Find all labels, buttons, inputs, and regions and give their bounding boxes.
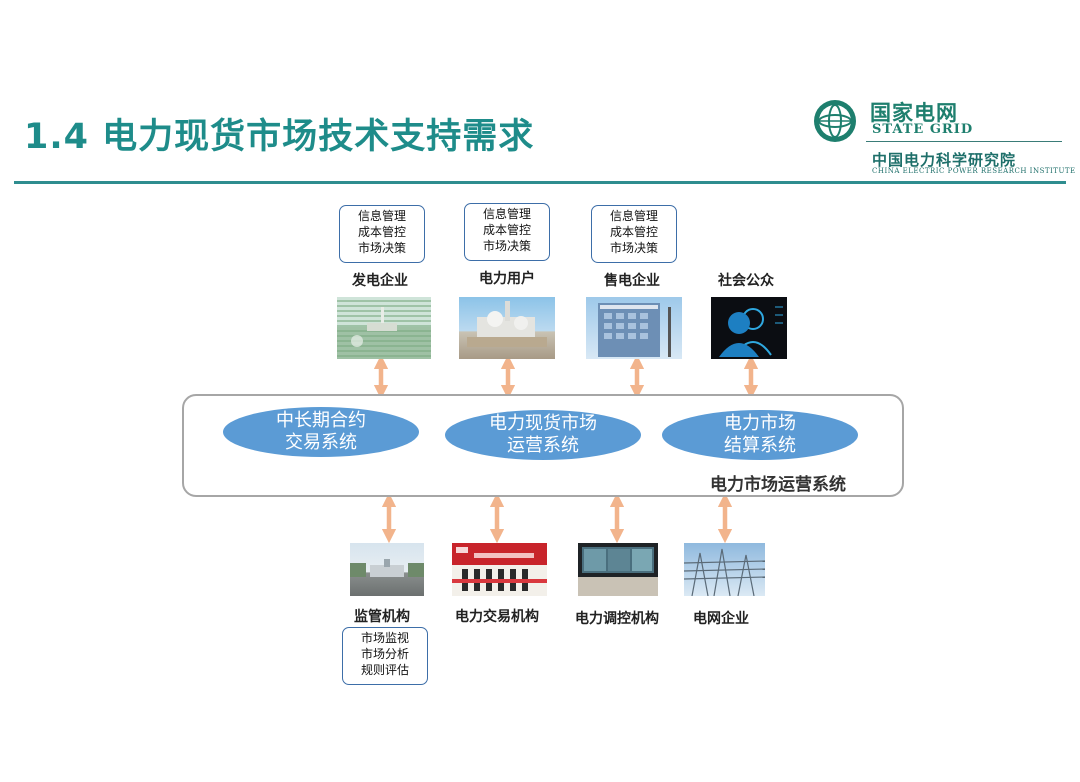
ellipse-settlement-system: 电力市场 结算系统	[662, 410, 858, 460]
info-line: 信息管理	[357, 209, 406, 223]
info-line: 信息管理	[609, 209, 658, 223]
ellipse-long-term-contract-system: 中长期合约 交易系统	[223, 407, 419, 457]
ellipse-line: 电力市场	[724, 413, 796, 434]
info-line: 市场决策	[357, 241, 406, 255]
ellipse-line: 运营系统	[507, 435, 579, 456]
system-name-label: 电力市场运营系统	[710, 475, 846, 495]
label-power-generator: 发电企业	[352, 273, 408, 289]
power-plant-photo	[337, 297, 431, 359]
info-line: 市场分析	[360, 647, 409, 661]
substation-photo	[684, 543, 765, 596]
industrial-plant-photo	[459, 297, 555, 359]
logo-name-en: STATE GRID	[872, 122, 974, 137]
info-box-power-generator: 信息管理 成本管控 市场决策	[339, 205, 425, 263]
page-title: 1.4 电力现货市场技术支持需求	[24, 117, 535, 157]
label-public: 社会公众	[718, 273, 774, 289]
ellipse-spot-market-system: 电力现货市场 运营系统	[445, 410, 641, 460]
label-power-user: 电力用户	[479, 271, 535, 287]
label-grid-company: 电网企业	[693, 611, 749, 627]
info-line: 成本管控	[482, 223, 531, 237]
label-trading-center: 电力交易机构	[455, 609, 539, 625]
ellipse-line: 电力现货市场	[489, 413, 597, 434]
government-building-photo	[350, 543, 424, 596]
office-building-photo	[586, 297, 682, 359]
state-grid-emblem-icon	[814, 100, 856, 142]
institute-name-cn: 中国电力科学研究院	[872, 151, 1017, 169]
info-box-retailer: 信息管理 成本管控 市场决策	[591, 205, 677, 263]
logo-name-cn: 国家电网	[870, 101, 958, 125]
info-line: 成本管控	[609, 225, 658, 239]
info-line: 市场决策	[482, 239, 531, 253]
public-people-icon	[711, 297, 787, 359]
logo-divider	[866, 141, 1062, 142]
ellipse-line: 交易系统	[285, 432, 357, 453]
ellipse-line: 结算系统	[724, 435, 796, 456]
info-line: 市场决策	[609, 241, 658, 255]
label-retailer: 售电企业	[604, 273, 660, 289]
institute-name-en: CHINA ELECTRIC POWER RESEARCH INSTITUTE	[872, 167, 1076, 175]
info-line: 成本管控	[357, 225, 406, 239]
title-divider	[14, 181, 1066, 184]
label-regulator: 监管机构	[354, 609, 410, 625]
ellipse-line: 中长期合约	[276, 410, 366, 431]
label-dispatch-center: 电力调控机构	[575, 611, 659, 627]
trading-center-ceremony-photo	[452, 543, 547, 596]
info-box-power-user: 信息管理 成本管控 市场决策	[464, 203, 550, 261]
info-line: 信息管理	[482, 207, 531, 221]
info-line: 市场监视	[360, 631, 409, 645]
info-box-regulator: 市场监视 市场分析 规则评估	[342, 627, 428, 685]
control-room-photo	[578, 543, 658, 596]
info-line: 规则评估	[360, 663, 409, 677]
